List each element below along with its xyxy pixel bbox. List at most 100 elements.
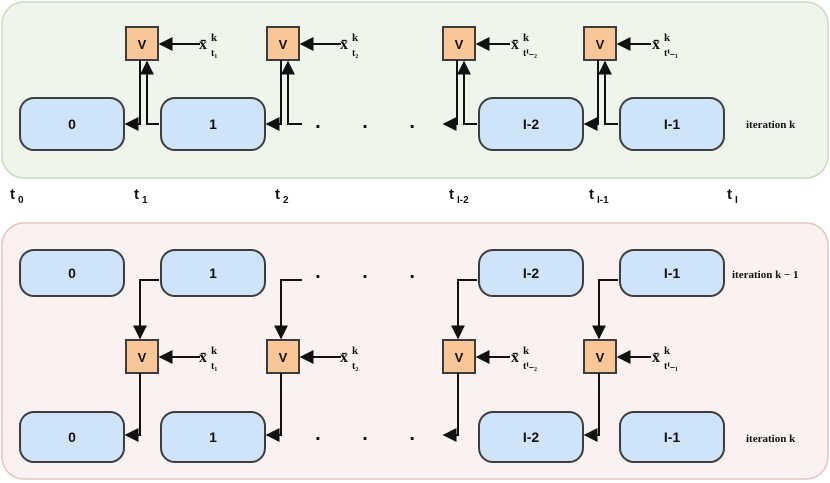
top-block-1: 1: [160, 97, 266, 151]
svg-text:1: 1: [209, 265, 217, 281]
svg-text:x̄: x̄: [511, 349, 519, 366]
svg-text:tᴵ₋₁: tᴵ₋₁: [664, 48, 678, 59]
svg-text:I-2: I-2: [523, 265, 540, 281]
svg-text:t₂: t₂: [352, 361, 358, 372]
svg-text:V: V: [596, 37, 605, 52]
svg-text:tᴵ₋₂: tᴵ₋₂: [523, 48, 537, 59]
bottom-v-box-3: V: [442, 339, 476, 374]
svg-text:t: t: [589, 186, 594, 203]
svg-text:I-1: I-1: [664, 429, 681, 445]
bottom-x-label-4: x̄ k tᴵ₋₁: [652, 345, 678, 372]
top-block-1-label: 1: [209, 116, 217, 132]
top-v-box-1: V: [125, 26, 159, 61]
svg-text:k: k: [211, 345, 218, 357]
bottom-x-label-2: x̄ k t₂: [340, 345, 359, 372]
top-x-label-3: x̄ k tᴵ₋₂: [511, 32, 537, 59]
svg-text:V: V: [455, 350, 464, 365]
svg-text:t: t: [727, 186, 732, 203]
svg-text:t: t: [10, 186, 15, 203]
svg-text:k: k: [211, 32, 218, 44]
top-x-label-1: x̄ k t₁: [199, 32, 218, 59]
top-block-i-1: I-1: [619, 97, 725, 151]
top-block-0: 0: [19, 97, 125, 151]
bottom-iteration-lower-label: iteration k: [746, 433, 796, 445]
svg-text:t: t: [275, 186, 280, 203]
svg-text:x̄: x̄: [199, 36, 207, 53]
top-connections: [124, 60, 618, 131]
bottom-upper-block-0: 0: [19, 249, 125, 297]
svg-text:k: k: [664, 32, 671, 44]
svg-text:1: 1: [142, 195, 148, 206]
svg-text:k: k: [523, 345, 530, 357]
svg-text:V: V: [279, 350, 288, 365]
bottom-connections: [124, 279, 618, 442]
bottom-lower-block-0: 0: [19, 411, 125, 463]
svg-text:V: V: [138, 37, 147, 52]
top-v-box-4: V: [583, 26, 617, 61]
bottom-v-box-1: V: [125, 339, 159, 374]
top-v-box-3: V: [442, 26, 476, 61]
bottom-upper-block-1: 1: [160, 249, 266, 297]
top-block-i-2: I-2: [478, 97, 584, 151]
top-block-i-2-label: I-2: [523, 116, 540, 132]
svg-text:V: V: [596, 350, 605, 365]
top-v-box-2: V: [266, 26, 300, 61]
bottom-v-box-4: V: [583, 339, 617, 374]
svg-text:0: 0: [68, 265, 76, 281]
bottom-lower-block-i-1: I-1: [619, 411, 725, 463]
svg-text:I-2: I-2: [523, 429, 540, 445]
svg-text:x̄: x̄: [340, 36, 348, 53]
svg-text:tᴵ₋₂: tᴵ₋₂: [523, 361, 537, 372]
svg-text:0: 0: [18, 195, 24, 206]
svg-text:V: V: [138, 350, 147, 365]
svg-text:x̄: x̄: [652, 36, 660, 53]
svg-text:V: V: [279, 37, 288, 52]
top-x-label-4: x̄ k tᴵ₋₁: [652, 32, 678, 59]
svg-text:t: t: [449, 186, 454, 203]
svg-text:tᴵ₋₁: tᴵ₋₁: [664, 361, 678, 372]
top-x-label-2: x̄ k t₂: [340, 32, 359, 59]
bottom-dots-lower: . . .: [315, 423, 433, 445]
svg-text:k: k: [523, 32, 530, 44]
bottom-iteration-upper-label: iteration k − 1: [732, 269, 798, 281]
svg-text:I-1: I-1: [597, 195, 609, 206]
svg-text:1: 1: [209, 429, 217, 445]
svg-text:x̄: x̄: [511, 36, 519, 53]
bottom-lower-block-i-2: I-2: [478, 411, 584, 463]
svg-text:V: V: [455, 37, 464, 52]
top-iteration-label: iteration k: [746, 119, 796, 131]
svg-text:I: I: [735, 195, 738, 206]
bottom-upper-block-i-2: I-2: [478, 249, 584, 297]
svg-text:t₁: t₁: [211, 361, 217, 372]
top-dots: . . .: [315, 111, 433, 133]
svg-text:0: 0: [68, 429, 76, 445]
svg-text:x̄: x̄: [652, 349, 660, 366]
bottom-upper-block-i-1: I-1: [619, 249, 725, 297]
bottom-x-label-3: x̄ k tᴵ₋₂: [511, 345, 537, 372]
bottom-dots-upper: . . .: [315, 261, 433, 283]
svg-text:k: k: [352, 345, 359, 357]
bottom-v-box-2: V: [266, 339, 300, 374]
bottom-x-label-1: x̄ k t₁: [199, 345, 218, 372]
svg-text:t₁: t₁: [211, 48, 217, 59]
svg-text:I-1: I-1: [664, 265, 681, 281]
top-block-i-1-label: I-1: [664, 116, 681, 132]
svg-text:x̄: x̄: [340, 349, 348, 366]
bottom-lower-block-1: 1: [160, 411, 266, 463]
svg-text:t: t: [134, 186, 139, 203]
svg-text:k: k: [664, 345, 671, 357]
svg-text:2: 2: [283, 195, 289, 206]
svg-text:k: k: [352, 32, 359, 44]
svg-text:x̄: x̄: [199, 349, 207, 366]
top-block-0-label: 0: [68, 116, 76, 132]
svg-text:I-2: I-2: [457, 195, 469, 206]
svg-text:t₂: t₂: [352, 48, 358, 59]
